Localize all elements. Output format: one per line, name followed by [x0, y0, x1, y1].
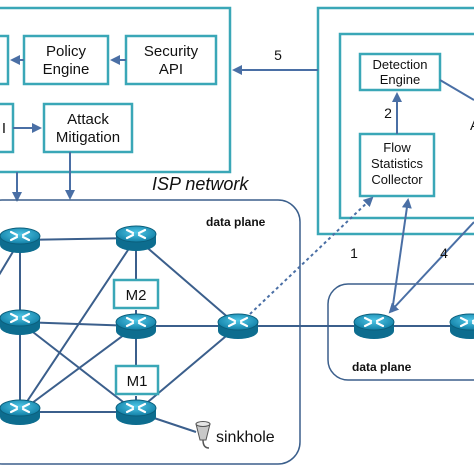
label-line: Mitigation [56, 129, 120, 146]
partial-box-left-label: I [2, 120, 6, 137]
label-line: Engine [380, 72, 420, 87]
router-icon [114, 398, 158, 427]
label-line: Attack [67, 111, 109, 128]
router-icon [352, 312, 396, 341]
router-icon [114, 224, 158, 253]
label-line: API [159, 61, 183, 78]
router-icon [114, 312, 158, 341]
middlebox-m2-label: M2 [126, 287, 147, 304]
router-icon [216, 312, 260, 341]
middlebox-m1-label: M1 [127, 373, 148, 390]
security-api-box [124, 34, 218, 86]
step-1-label: 1 [350, 245, 358, 261]
isp-data-plane-label: data plane [206, 215, 266, 229]
arrow-step-1 [391, 198, 412, 313]
router-icon [448, 312, 474, 341]
isp-network-title: ISP network [152, 174, 249, 194]
label-line: Flow [383, 140, 411, 155]
label-line: Collector [371, 172, 423, 187]
label-line: Engine [43, 61, 90, 78]
arrow-detection-right [439, 79, 474, 101]
label-line: Security [144, 43, 199, 60]
customer-data-plane-label: data plane [352, 360, 412, 374]
controller-frame [0, 6, 232, 174]
detector-inner-frame [338, 32, 474, 220]
middlebox-m2 [112, 278, 160, 310]
customer-data-plane [327, 283, 474, 381]
router-icon [0, 226, 42, 255]
dotted-arrow-to-collector [249, 196, 374, 315]
label-line: Detection [373, 57, 428, 72]
step-2-label: 2 [384, 105, 392, 121]
right-partial-label: A [470, 117, 474, 133]
isp-data-plane [0, 199, 301, 465]
label-line: Policy [46, 43, 87, 60]
partial-box-top [0, 34, 10, 86]
router-icon [0, 308, 42, 337]
arrow-step-4 [388, 221, 474, 314]
label-line: Statistics [371, 156, 424, 171]
step-4-label: 4 [440, 245, 448, 261]
sinkhole-icon [195, 421, 211, 449]
detection-engine-box [358, 52, 442, 92]
sinkhole-label: sinkhole [216, 429, 275, 446]
router-icon [0, 398, 42, 427]
middlebox-m1 [114, 364, 160, 396]
flow-collector-box [358, 132, 436, 198]
step-5-label: 5 [274, 47, 282, 63]
attack-mitigation-box [42, 102, 134, 154]
